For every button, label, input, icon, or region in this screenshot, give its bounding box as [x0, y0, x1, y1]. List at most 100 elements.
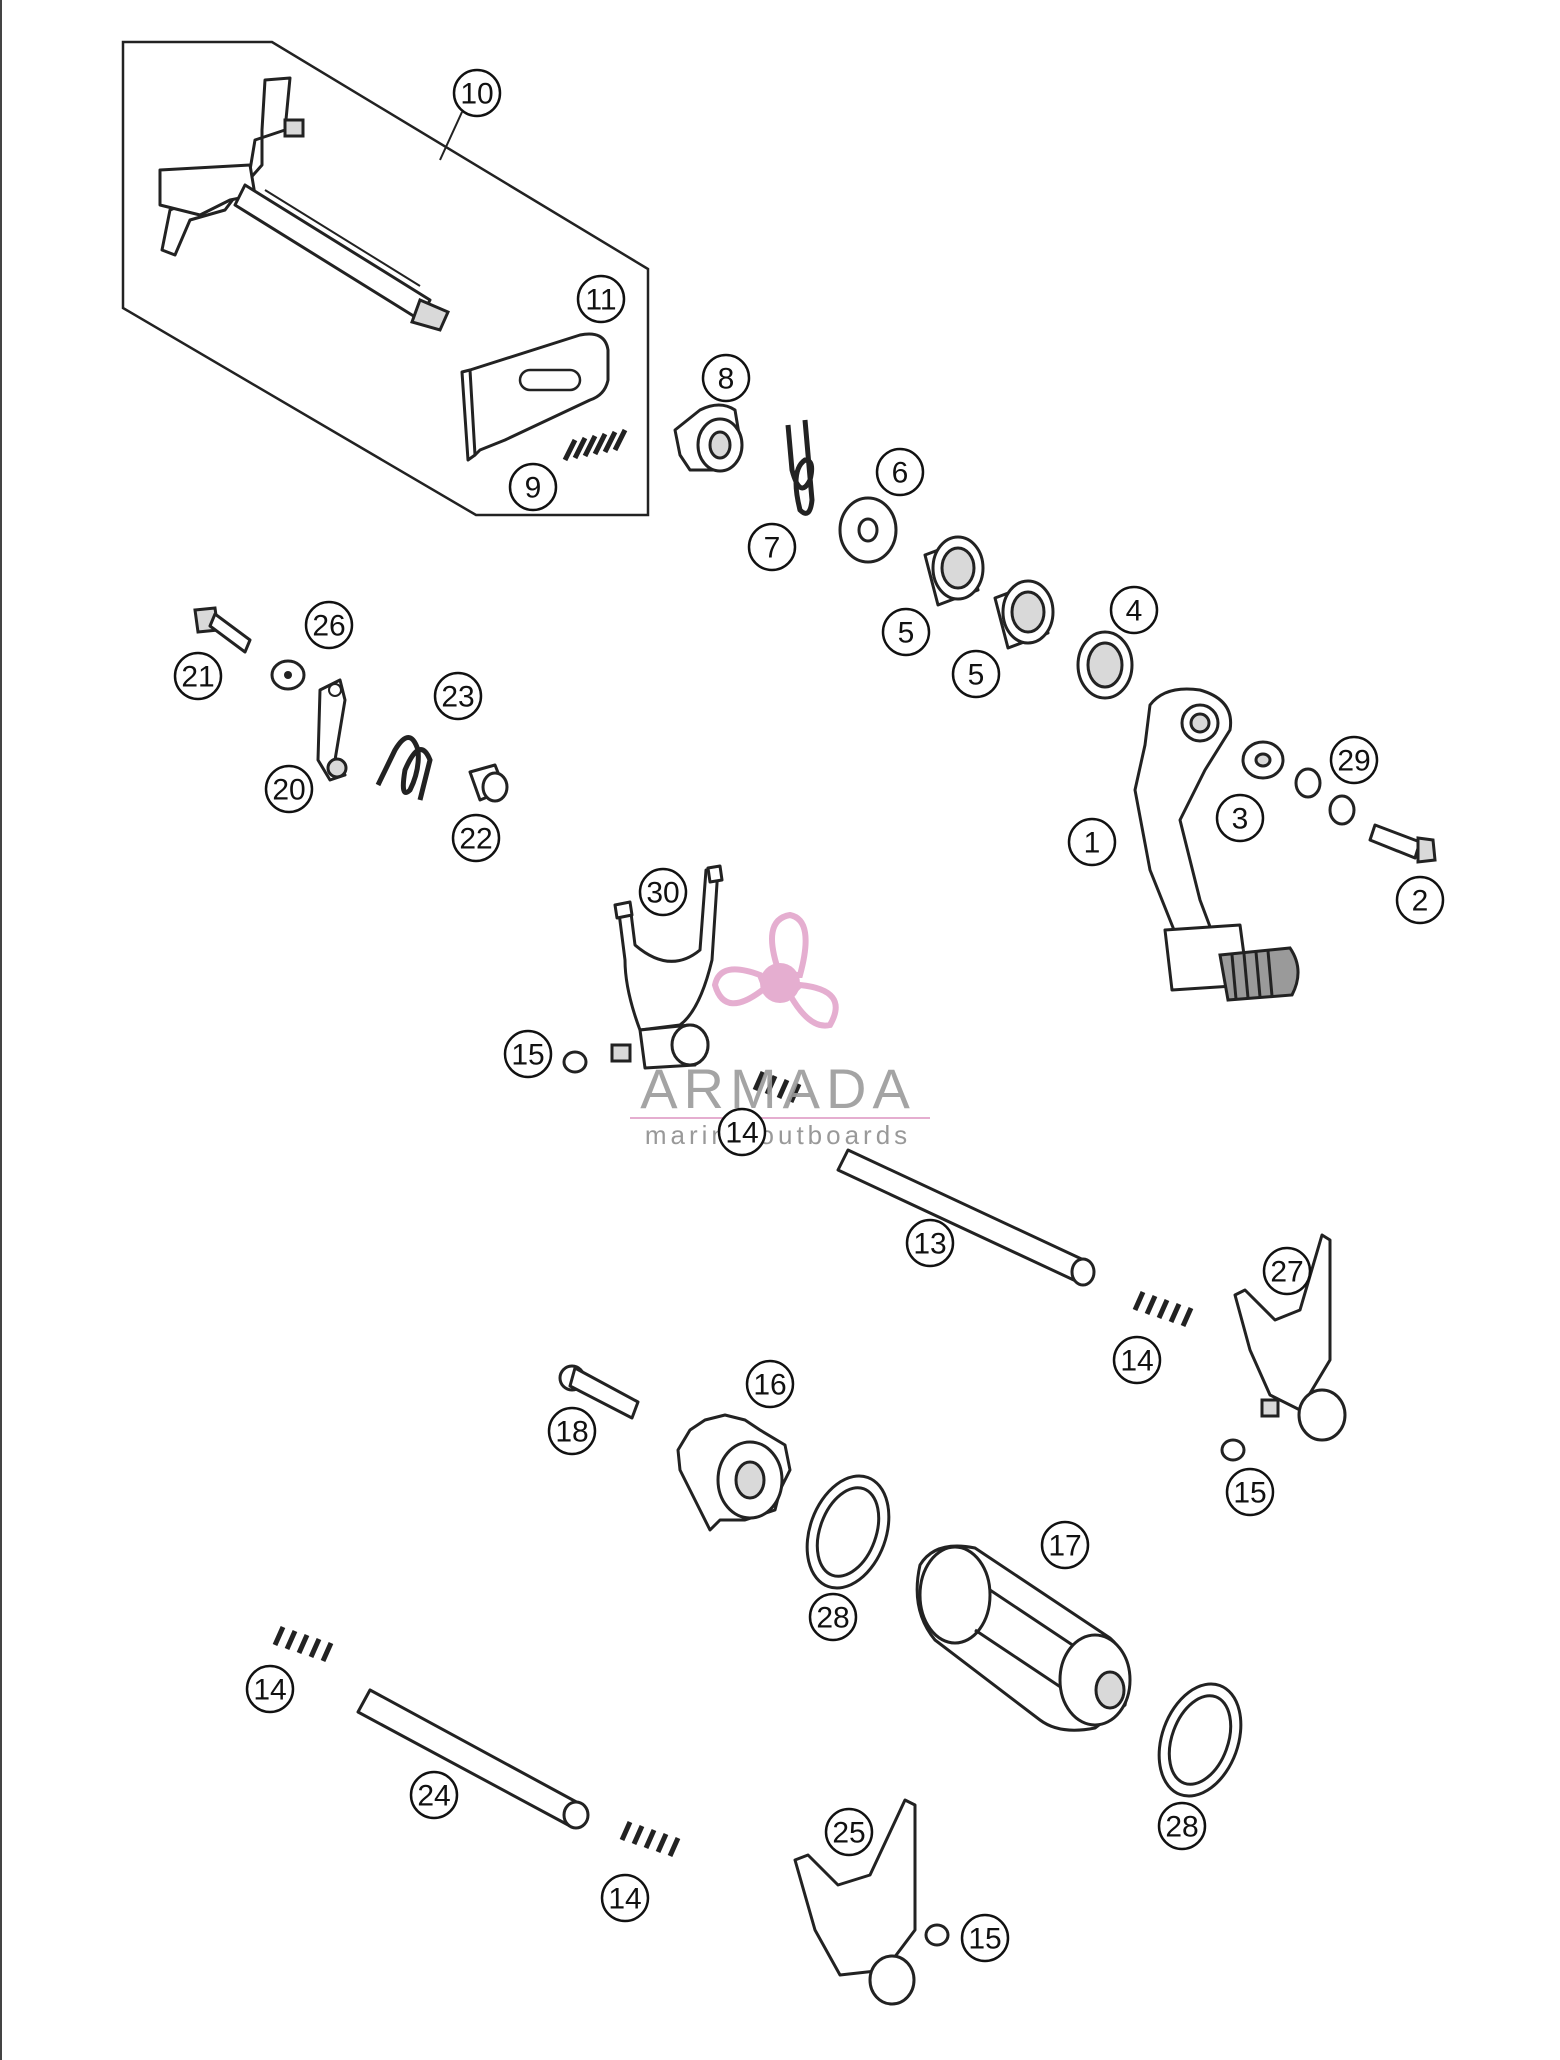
callout-circle [638, 867, 688, 917]
callout-number: 18 [555, 1416, 588, 1449]
callout-c14b: 14 [1112, 1335, 1162, 1385]
callout-number: 16 [753, 1369, 786, 1402]
callout-number: 4 [1126, 595, 1143, 628]
callout-c28a: 28 [808, 1592, 858, 1642]
callout-c27: 27 [1262, 1246, 1312, 1296]
callout-number: 15 [968, 1923, 1001, 1956]
callout-number: 11 [585, 284, 616, 317]
callout-number: 5 [968, 659, 985, 692]
callout-circle [1109, 585, 1159, 635]
rod-13-part [836, 1148, 1096, 1287]
callout-number: 17 [1048, 1530, 1081, 1563]
callout-circle [960, 1913, 1010, 1963]
callout-circle [245, 1664, 295, 1714]
callout-circle [1215, 793, 1265, 843]
callout-number: 10 [460, 78, 493, 111]
callout-number: 29 [1337, 745, 1370, 778]
callout-circle [881, 607, 931, 657]
callout-circle [905, 1218, 955, 1268]
callout-number: 14 [1120, 1345, 1153, 1378]
callout-c29: 29 [1329, 735, 1379, 785]
callout-c26: 26 [304, 600, 354, 650]
callout-number: 14 [253, 1674, 286, 1707]
spring-9-part [562, 428, 628, 462]
callout-c14d: 14 [600, 1873, 650, 1923]
shift-cam-16-part [676, 1413, 792, 1532]
callout-c25: 25 [824, 1807, 874, 1857]
callout-number: 24 [417, 1780, 450, 1813]
needle-bearing-5a-part [923, 535, 985, 607]
callout-circle [1395, 875, 1445, 925]
washer-3-part [1241, 740, 1285, 780]
callout-c3: 3 [1215, 793, 1265, 843]
callout-circle [717, 1107, 767, 1157]
rod-24-part [356, 1688, 590, 1830]
callout-c14a: 14 [717, 1107, 767, 1157]
callout-c21: 21 [173, 651, 223, 701]
callout-number: 5 [898, 617, 915, 650]
callout-c8: 8 [701, 353, 751, 403]
shift-fork-27-part [1233, 1233, 1347, 1442]
callout-c24: 24 [409, 1770, 459, 1820]
callout-c17: 17 [1040, 1520, 1090, 1570]
callout-circle [576, 274, 626, 324]
callout-c14c: 14 [245, 1664, 295, 1714]
callout-number: 14 [608, 1883, 641, 1916]
callout-circle [452, 68, 502, 118]
callout-circle [951, 649, 1001, 699]
bearing-28a-part [805, 1474, 891, 1590]
callout-number: 25 [832, 1817, 865, 1850]
callout-c23: 23 [433, 671, 483, 721]
callout-c16: 16 [745, 1359, 795, 1409]
shift-plate-part [460, 332, 610, 462]
callout-c22: 22 [451, 813, 501, 863]
callout-c2: 2 [1395, 875, 1445, 925]
bearing-28b-part [1157, 1682, 1243, 1798]
callout-circle [745, 1359, 795, 1409]
callout-number: 13 [913, 1228, 946, 1261]
callout-c15b: 15 [1225, 1467, 1275, 1517]
shift-drum-17-part [915, 1544, 1132, 1732]
callout-number: 28 [816, 1602, 849, 1635]
bolt-18-part [558, 1364, 640, 1420]
callout-number: 26 [312, 610, 345, 643]
watermark-tagline: marine outboards [645, 1120, 911, 1150]
seal-ring-4-part [1076, 630, 1134, 700]
callout-circle [451, 813, 501, 863]
callout-number: 6 [892, 457, 909, 490]
pin-15b-part [1220, 1438, 1246, 1462]
callout-number: 8 [718, 363, 735, 396]
shift-lever-part [1133, 687, 1300, 1002]
callout-c30: 30 [638, 867, 688, 917]
callout-number: 30 [646, 877, 679, 910]
watermark-brand: ARMADA [640, 1057, 916, 1120]
callout-c18: 18 [547, 1406, 597, 1456]
callout-circle [1067, 817, 1117, 867]
callout-circle [1112, 1335, 1162, 1385]
callout-number: 1 [1084, 827, 1101, 860]
callout-circle [508, 462, 558, 512]
callout-circle [409, 1770, 459, 1820]
bolt-21-part [193, 606, 252, 654]
callout-c5a: 5 [881, 607, 931, 657]
callout-c15a: 15 [503, 1029, 553, 1079]
callout-c9: 9 [508, 462, 558, 512]
callout-number: 27 [1270, 1256, 1303, 1289]
callout-circle [503, 1029, 553, 1079]
callout-circle [1225, 1467, 1275, 1517]
spring-14d-part [619, 1820, 681, 1858]
callout-layer: 1234556789101113141414141515151617182021… [173, 68, 1445, 1963]
callout-circle [600, 1873, 650, 1923]
callout-c15c: 15 [960, 1913, 1010, 1963]
shift-shaft-part [158, 76, 450, 332]
callout-number: 22 [459, 823, 492, 856]
callout-number: 21 [181, 661, 214, 694]
pin-15c-part [924, 1923, 950, 1947]
callout-number: 23 [441, 681, 474, 714]
callout-circle [747, 522, 797, 572]
shift-fork-30-part [610, 864, 724, 1070]
callout-circle [547, 1406, 597, 1456]
callout-number: 2 [1412, 885, 1429, 918]
callout-number: 20 [272, 774, 305, 807]
